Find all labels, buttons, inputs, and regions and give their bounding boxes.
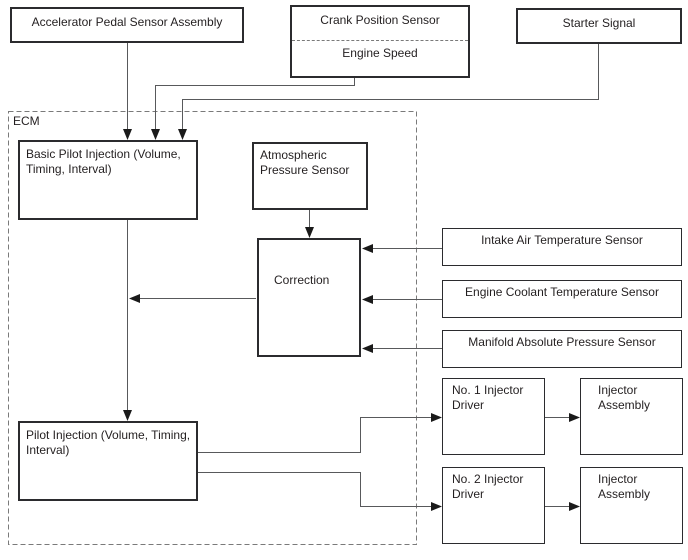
connector-intake-air-sensor-to-correction: [362, 244, 442, 253]
connector-pilot-injection-to-no1-driver: [197, 413, 442, 453]
connector-atmospheric-sensor-to-correction: [305, 209, 314, 238]
arrowhead-down-icon: [123, 410, 132, 421]
engine-coolant-temperature-sensor-label: Engine Coolant Temperature Sensor: [465, 285, 659, 299]
ecm-dashed-boundary: [8, 111, 417, 545]
arrowhead-down-icon: [151, 129, 160, 140]
accelerator-pedal-sensor-box: Accelerator Pedal Sensor Assembly: [10, 7, 244, 43]
no2-injector-driver-label-line2: Driver: [452, 487, 484, 501]
injector-assembly-2-label-line1: Injector: [598, 472, 638, 486]
injector-assembly-1-box: Injector Assembly: [580, 378, 683, 455]
pilot-injection-label-line1: Pilot Injection (Volume, Timing,: [26, 428, 191, 442]
crank-position-sensor-label: Crank Position Sensor: [320, 13, 440, 27]
engine-speed-label: Engine Speed: [342, 46, 418, 60]
connector-basic-pilot-to-pilot-injection: [123, 219, 132, 421]
basic-pilot-injection-label-line2: Timing, Interval): [26, 162, 112, 176]
manifold-absolute-pressure-sensor-box: Manifold Absolute Pressure Sensor: [442, 330, 682, 368]
pilot-injection-box: Pilot Injection (Volume, Timing, Interva…: [18, 421, 198, 501]
injector-assembly-2-label-line2: Assembly: [598, 487, 651, 501]
injector-assembly-1-label-line2: Assembly: [598, 398, 651, 412]
atmospheric-pressure-sensor-box: Atmospheric Pressure Sensor: [252, 142, 368, 210]
arrowhead-left-icon: [362, 244, 373, 253]
arrowhead-down-icon: [123, 129, 132, 140]
arrowhead-right-icon: [431, 502, 442, 511]
connector-crank-sensor-to-basic-pilot: [151, 77, 355, 140]
no1-injector-driver-label-line1: No. 1 Injector: [452, 383, 524, 397]
injector-assembly-1-label-line1: Injector: [598, 383, 638, 397]
connector-correction-to-injection-line: [129, 294, 256, 303]
pilot-injection-label-line2: Interval): [26, 443, 70, 457]
connector-pilot-injection-to-no2-driver: [197, 472, 442, 511]
arrowhead-right-icon: [569, 413, 580, 422]
connector-no1-driver-to-assembly: [545, 413, 580, 422]
basic-pilot-injection-label-line1: Basic Pilot Injection (Volume,: [26, 147, 181, 161]
arrowhead-left-icon: [129, 294, 140, 303]
manifold-absolute-pressure-sensor-label: Manifold Absolute Pressure Sensor: [468, 335, 656, 349]
engine-speed-section: Engine Speed: [292, 41, 468, 61]
connector-accelerator-to-basic-pilot: [123, 43, 132, 140]
basic-pilot-injection-box: Basic Pilot Injection (Volume, Timing, I…: [18, 140, 198, 220]
crank-position-sensor-section: Crank Position Sensor: [292, 7, 468, 41]
connector-no2-driver-to-assembly: [545, 502, 580, 511]
arrowhead-left-icon: [362, 344, 373, 353]
arrowhead-down-icon: [178, 129, 187, 140]
connector-starter-signal-to-basic-pilot: [178, 43, 599, 140]
arrowhead-right-icon: [569, 502, 580, 511]
starter-signal-box: Starter Signal: [516, 8, 682, 44]
no1-injector-driver-box: No. 1 Injector Driver: [442, 378, 545, 455]
engine-coolant-temperature-sensor-box: Engine Coolant Temperature Sensor: [442, 280, 682, 318]
atmospheric-pressure-sensor-label-line2: Pressure Sensor: [260, 163, 350, 177]
arrowhead-down-icon: [305, 227, 314, 238]
no1-injector-driver-label-line2: Driver: [452, 398, 484, 412]
starter-signal-label: Starter Signal: [562, 16, 636, 30]
arrowhead-left-icon: [362, 295, 373, 304]
ecm-region-label: ECM: [13, 114, 40, 128]
connector-manifold-sensor-to-correction: [362, 344, 442, 353]
atmospheric-pressure-sensor-label-line1: Atmospheric: [260, 148, 327, 162]
accelerator-pedal-sensor-label: Accelerator Pedal Sensor Assembly: [31, 15, 223, 29]
correction-box: Correction: [257, 238, 361, 357]
no2-injector-driver-label-line1: No. 2 Injector: [452, 472, 524, 486]
intake-air-temperature-sensor-box: Intake Air Temperature Sensor: [442, 228, 682, 266]
injector-assembly-2-box: Injector Assembly: [580, 467, 683, 544]
arrowhead-right-icon: [431, 413, 442, 422]
correction-label: Correction: [274, 273, 330, 287]
crank-position-sensor-box: Crank Position Sensor Engine Speed: [290, 5, 470, 78]
no2-injector-driver-box: No. 2 Injector Driver: [442, 467, 545, 544]
connector-coolant-sensor-to-correction: [362, 295, 442, 304]
intake-air-temperature-sensor-label: Intake Air Temperature Sensor: [481, 233, 643, 247]
